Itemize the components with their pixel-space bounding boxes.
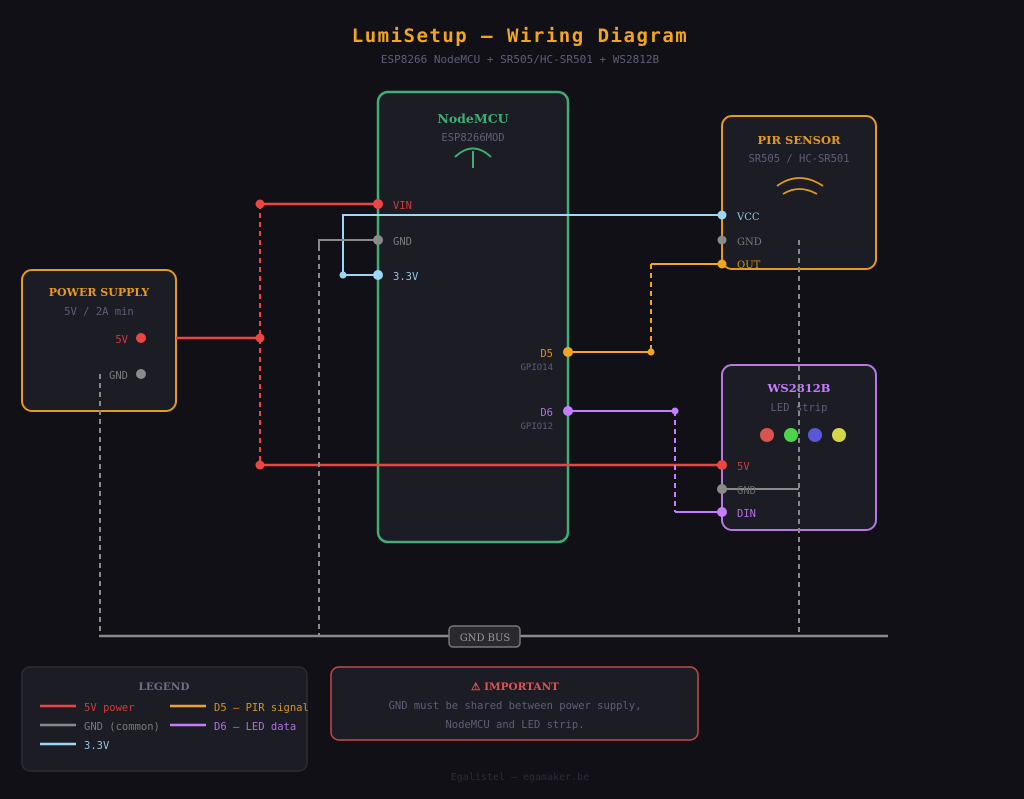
nodemcu-pin-d6-gpio: GPIO12 [520, 422, 553, 432]
nodemcu-pin-d5-gpio: GPIO14 [520, 363, 553, 373]
ws2812b-pin-gnd-label: GND [737, 485, 756, 497]
ws2812b-pin-din-label: DIN [737, 508, 756, 520]
led-indicator-4 [832, 428, 846, 442]
nodemcu-pin-d6-label: D6 [540, 407, 553, 419]
wire-d5-pir [568, 263, 722, 356]
svg-text:GND (common): GND (common) [84, 721, 160, 733]
motion-wave-icon [776, 177, 824, 195]
wire-3v3 [339, 214, 722, 279]
pir-title: PIR SENSOR [757, 133, 840, 147]
power-supply-subtitle: 5V / 2A min [64, 306, 134, 318]
warning-box: ⚠ IMPORTANT GND must be shared between p… [330, 666, 699, 741]
nodemcu-pin-d5[interactable] [563, 347, 573, 357]
legend-title: LEGEND [138, 681, 189, 693]
nodemcu-pin-d5-label: D5 [540, 348, 553, 360]
wifi-antenna-icon [454, 147, 492, 168]
ws2812b-subtitle: LED strip [771, 402, 828, 414]
led-indicator-2 [784, 428, 798, 442]
wire-gnd [99, 239, 800, 636]
power-supply-pin-gnd-label: GND [109, 370, 128, 382]
legend-item-5v: 5V power [40, 702, 135, 714]
nodemcu-subtitle: ESP8266MOD [441, 132, 504, 144]
ws2812b-pin-din[interactable] [717, 507, 727, 517]
ws2812b-pin-5v-label: 5V [737, 461, 750, 473]
svg-text:D5 — PIR signal: D5 — PIR signal [214, 702, 309, 714]
nodemcu-pin-gnd[interactable] [373, 235, 383, 245]
page-subtitle: ESP8266 NodeMCU + SR505/HC-SR501 + WS281… [381, 53, 660, 66]
power-supply-pin-gnd[interactable] [136, 369, 146, 379]
nodemcu-title: NodeMCU [437, 111, 508, 126]
nodemcu-board[interactable] [376, 90, 570, 544]
svg-text:3.3V: 3.3V [84, 740, 110, 752]
nodemcu-pin-gnd-label: GND [393, 236, 412, 248]
gnd-bus: GND BUS [99, 625, 888, 648]
nodemcu-pin-3v3-label: 3.3V [393, 271, 419, 283]
page-title: LumiSetup — Wiring Diagram [352, 25, 688, 47]
wire-d6-led [568, 407, 722, 513]
svg-text:D6 — LED data: D6 — LED data [214, 721, 296, 733]
pir-pin-gnd[interactable] [717, 235, 727, 245]
nodemcu-pin-d6[interactable] [563, 406, 573, 416]
warning-line-2: NodeMCU and LED strip. [445, 719, 584, 731]
power-supply-pin-5v-label: 5V [115, 334, 128, 346]
nodemcu-pin-vin[interactable] [373, 199, 383, 209]
pir-pin-gnd-label: GND [737, 237, 762, 248]
legend-item-d5: D5 — PIR signal [170, 702, 309, 714]
pir-pin-vcc[interactable] [717, 210, 727, 220]
wire-5v-power [176, 199, 722, 470]
legend-item-gnd: GND (common) [40, 721, 160, 733]
ws2812b-pin-5v[interactable] [717, 460, 727, 470]
ws2812b-pin-gnd[interactable] [717, 484, 727, 494]
power-supply-title: POWER SUPPLY [49, 286, 150, 299]
pir-pin-out[interactable] [717, 259, 727, 269]
gnd-bus-label: GND BUS [460, 633, 511, 644]
nodemcu-pin-vin-label: VIN [393, 200, 412, 212]
nodemcu-pin-3v3[interactable] [373, 270, 383, 280]
legend-item-3v3: 3.3V [40, 740, 110, 752]
warning-line-1: GND must be shared between power supply, [389, 700, 642, 712]
legend: LEGEND 5V power D5 — PIR signal GND (com… [21, 666, 309, 772]
warning-title: ⚠ IMPORTANT [471, 681, 559, 693]
pir-subtitle: SR505 / HC-SR501 [748, 153, 849, 165]
footer-credit: Egalistel — egamaker.be [451, 772, 589, 783]
led-indicator-3 [808, 428, 822, 442]
svg-text:5V power: 5V power [84, 702, 135, 714]
pir-pin-vcc-label: VCC [736, 212, 760, 223]
power-supply-pin-5v[interactable] [136, 333, 146, 343]
legend-item-d6: D6 — LED data [170, 721, 296, 733]
pir-pin-out-label: OUT [737, 260, 761, 271]
led-indicator-1 [760, 428, 774, 442]
